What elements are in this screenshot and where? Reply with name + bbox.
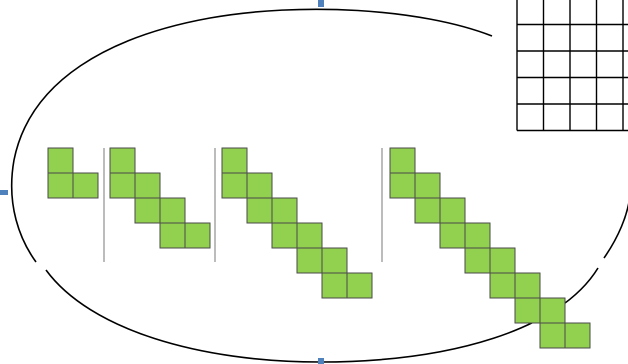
tile [414,172,441,199]
staircase-2 [109,147,211,249]
tile [514,297,541,324]
tile [489,247,516,274]
tile [221,147,248,174]
staircase-1 [47,147,99,199]
staircase-figures [47,147,591,349]
handle-bottom[interactable] [318,358,324,364]
handle-left[interactable] [0,190,8,195]
staircase-4 [389,147,591,349]
ellipse-outline-upper [10,8,493,263]
tile [389,147,416,174]
tile [271,197,298,224]
tile [109,172,136,199]
tile [246,172,273,199]
tile [271,222,298,249]
staircase-3 [221,147,373,299]
tile [296,222,323,249]
tile [72,172,99,199]
tile [439,197,466,224]
separators [103,148,383,262]
tile [539,297,566,324]
tile [514,272,541,299]
tile [489,272,516,299]
tile [539,322,566,349]
tile [159,222,186,249]
tile [134,172,161,199]
tile [109,147,136,174]
tile [464,222,491,249]
tile [321,272,348,299]
tile [159,197,186,224]
tile [296,247,323,274]
tile [346,272,373,299]
square-grid [516,0,628,132]
tile [389,172,416,199]
tile [47,147,74,174]
tile [246,197,273,224]
handle-top[interactable] [318,0,324,7]
tile [564,322,591,349]
tile [321,247,348,274]
tile [134,197,161,224]
selection-handles[interactable] [0,0,324,364]
tile [221,172,248,199]
tile [439,222,466,249]
ellipse-outline-right [603,202,628,259]
tile [464,247,491,274]
grid-background [517,0,628,131]
tile [414,197,441,224]
tile [47,172,74,199]
tile [184,222,211,249]
